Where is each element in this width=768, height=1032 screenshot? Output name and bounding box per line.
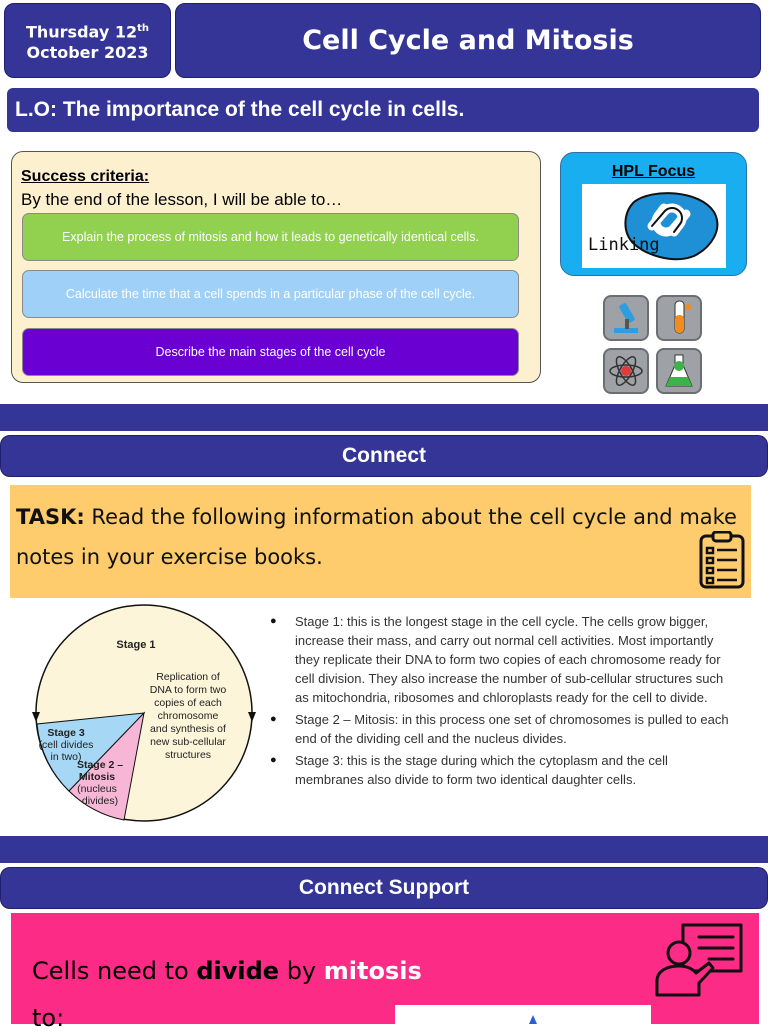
stage2-desc-0: (nucleus bbox=[77, 783, 117, 795]
divider-bar bbox=[0, 404, 768, 431]
divider-bar bbox=[0, 836, 768, 863]
stage1-desc-5: new sub-cellular bbox=[150, 736, 226, 748]
criterion-describe-stages: Describe the main stages of the cell cyc… bbox=[22, 328, 519, 376]
stage3-title: Stage 3 bbox=[47, 727, 85, 739]
test-tube-icon bbox=[656, 295, 702, 341]
hpl-focus-title: HPL Focus bbox=[611, 163, 696, 180]
date-line-2: October 2023 bbox=[26, 43, 149, 63]
connect-heading: Connect bbox=[0, 435, 768, 477]
learning-objective: L.O: The importance of the cell cycle in… bbox=[7, 88, 759, 132]
teacher-board-icon bbox=[655, 923, 743, 997]
cell-cycle-diagram: Stage 1 Replication of DNA to form two c… bbox=[32, 604, 256, 822]
connect-support-heading: Connect Support bbox=[0, 867, 768, 909]
linking-image: Linking bbox=[582, 184, 726, 268]
stage1-desc-6: structures bbox=[165, 749, 211, 761]
date-line-1: Thursday 12th bbox=[26, 18, 149, 42]
bullet-stage-3: Stage 3: this is the stage during which … bbox=[270, 751, 740, 789]
support-mid: by bbox=[279, 957, 324, 985]
success-criteria-heading: Success criteria: bbox=[21, 168, 150, 185]
keyword-mitosis: mitosis bbox=[323, 957, 422, 985]
cell-cycle-notes: Stage 1: this is the longest stage in th… bbox=[270, 612, 740, 792]
microscope-icon bbox=[603, 295, 649, 341]
stage1-desc-1: DNA to form two bbox=[150, 684, 227, 696]
task-label: TASK: bbox=[16, 505, 85, 529]
support-line-2: to: bbox=[32, 1004, 65, 1032]
date-ordinal: th bbox=[137, 22, 150, 34]
task-text: Read the following information about the… bbox=[16, 505, 737, 569]
criterion-calculate-time: Calculate the time that a cell spends in… bbox=[22, 270, 519, 318]
stage1-desc-2: copies of each bbox=[154, 697, 222, 709]
stage3-desc-1: in two) bbox=[51, 751, 82, 763]
page-title: Cell Cycle and Mitosis bbox=[175, 3, 761, 78]
stage1-title: Stage 1 bbox=[116, 639, 155, 651]
support-pre: Cells need to bbox=[32, 957, 197, 985]
linking-label: Linking bbox=[588, 235, 660, 255]
flask-icon bbox=[656, 348, 702, 394]
criterion-explain-mitosis: Explain the process of mitosis and how i… bbox=[22, 213, 519, 261]
support-image bbox=[395, 1005, 651, 1024]
connect-support-box: Cells need to divide by mitosis to: bbox=[11, 913, 759, 1032]
stage2-title-0: Stage 2 – bbox=[77, 759, 123, 771]
stage1-desc-3: chromosome bbox=[158, 710, 219, 722]
chain-link-icon: Linking bbox=[588, 192, 719, 261]
date-day: Thursday 12 bbox=[25, 22, 138, 42]
stage2-desc-1: divides) bbox=[82, 795, 118, 807]
stage1-desc-4: and synthesis of bbox=[150, 723, 226, 735]
task-box: TASK: Read the following information abo… bbox=[10, 485, 751, 598]
stage2-title-1: Mitosis bbox=[79, 771, 115, 783]
checklist-icon bbox=[699, 531, 745, 589]
success-criteria-panel: Success criteria: By the end of the less… bbox=[11, 151, 541, 383]
support-sentence: Cells need to divide by mitosis bbox=[32, 957, 422, 985]
keyword-divide: divide bbox=[196, 957, 280, 985]
bullet-stage-2: Stage 2 – Mitosis: in this process one s… bbox=[270, 710, 740, 748]
atom-icon bbox=[603, 348, 649, 394]
bullet-stage-1: Stage 1: this is the longest stage in th… bbox=[270, 612, 740, 707]
hpl-focus-panel: HPL Focus Linking bbox=[560, 152, 747, 276]
date-box: Thursday 12th October 2023 bbox=[4, 3, 171, 78]
success-criteria-intro: By the end of the lesson, I will be able… bbox=[21, 190, 343, 209]
stage3-desc-0: (cell divides bbox=[39, 739, 94, 751]
stage1-desc-0: Replication of bbox=[156, 671, 220, 683]
